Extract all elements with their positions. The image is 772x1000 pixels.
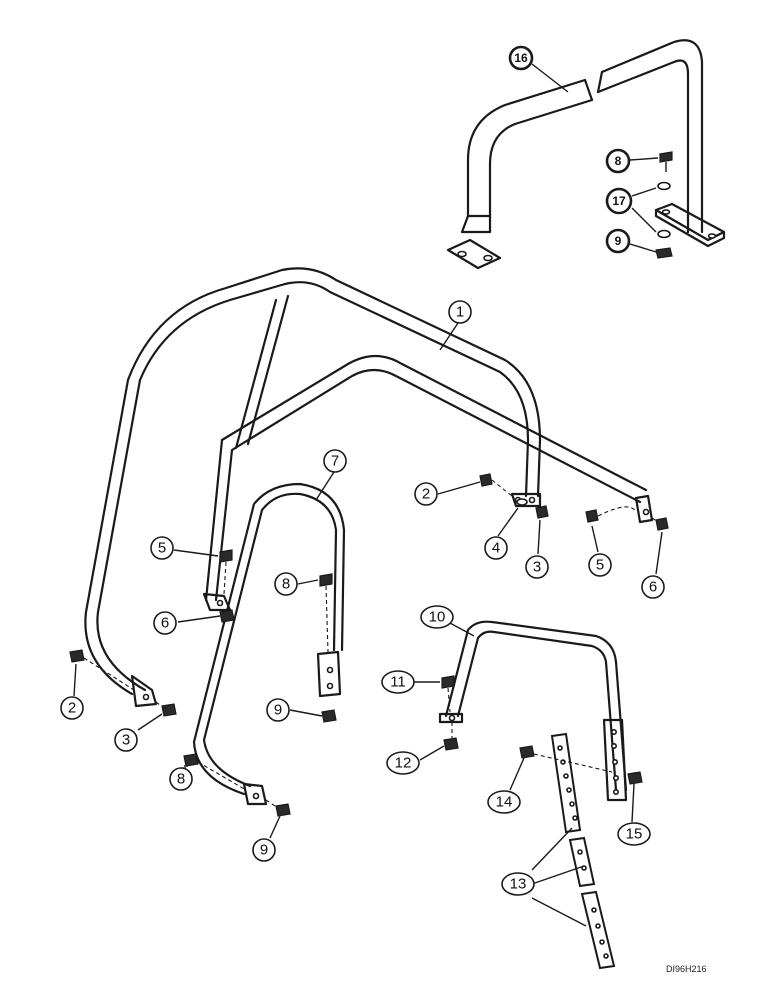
bolt-icon [319, 573, 333, 587]
callout-11: 11 [381, 670, 415, 694]
bolt-icon [219, 549, 233, 563]
nut-icon [655, 517, 669, 531]
callout-8-lower: 8 [169, 767, 193, 791]
leader-lines [73, 63, 663, 927]
nut-icon [275, 803, 291, 817]
strap-segment-middle [568, 836, 596, 888]
rops-outer-tube [96, 281, 530, 692]
callout-12-label: 12 [395, 755, 412, 772]
callout-9-inset: 9 [605, 228, 631, 254]
bolt-icon [441, 675, 455, 689]
callout-7: 7 [323, 449, 347, 473]
bracket-frame-tube [456, 630, 618, 792]
rear-frame-tube [202, 492, 338, 788]
bolt-icon [585, 509, 599, 523]
bolt-icon [659, 151, 673, 172]
extension-tube-left [466, 78, 587, 218]
callout-13: 13 [501, 872, 535, 896]
callout-12: 12 [386, 751, 420, 775]
callout-7-label: 7 [331, 453, 339, 470]
callout-17: 17 [605, 187, 633, 215]
bracket-frame [438, 620, 628, 802]
bolt-icon [479, 473, 493, 487]
rear-frame [192, 482, 346, 806]
rops-brace [234, 298, 278, 450]
rear-frame-foot [242, 782, 268, 806]
inset-rollbar-extension [446, 39, 726, 270]
callout-8-middle: 8 [274, 572, 298, 596]
rops-foot-left [130, 674, 158, 708]
callout-5-left-label: 5 [158, 540, 166, 557]
callout-15-label: 15 [626, 826, 643, 843]
callout-10-label: 10 [429, 609, 446, 626]
extension-tube-right [600, 39, 704, 234]
bracket-frame-holes [602, 718, 628, 802]
callout-3-upper: 3 [525, 555, 549, 579]
callout-6-right-label: 6 [649, 579, 657, 596]
callout-3-lower-label: 3 [122, 732, 130, 749]
nut-icon [655, 247, 673, 259]
perforated-strap [550, 732, 616, 970]
callout-9-middle-label: 9 [274, 702, 282, 719]
callout-6-left-label: 6 [161, 615, 169, 632]
callout-5-left: 5 [150, 536, 174, 560]
callout-16-label: 16 [514, 51, 528, 65]
callout-3-upper-label: 3 [533, 559, 541, 576]
callout-13-label: 13 [510, 876, 527, 893]
callout-2-upper: 2 [414, 482, 438, 506]
callout-16: 16 [508, 45, 534, 71]
rops-bracket-upper [510, 492, 542, 508]
drawing-code: DI96H216 [666, 964, 707, 974]
callout-5-right-label: 5 [596, 557, 604, 574]
strap-segment-upper [550, 732, 582, 834]
callout-14: 14 [487, 790, 521, 814]
callout-10: 10 [420, 605, 454, 629]
callout-5-right: 5 [588, 553, 612, 577]
callout-9-middle: 9 [266, 698, 290, 722]
nut-icon [627, 771, 643, 785]
callout-14-label: 14 [496, 794, 513, 811]
bolt-icon [183, 753, 199, 767]
washer-icon [657, 229, 671, 239]
nut-icon [443, 737, 459, 751]
rear-frame-bracket [316, 650, 342, 698]
nut-icon [161, 703, 177, 717]
callout-8-lower-label: 8 [177, 771, 185, 788]
strap-segment-lower [580, 890, 616, 970]
callout-2-lower: 2 [60, 696, 84, 720]
callout-17-label: 17 [612, 194, 626, 208]
callout-9-lower: 9 [252, 838, 276, 862]
callout-4: 4 [484, 536, 508, 560]
callout-9-inset-label: 9 [615, 234, 622, 248]
nut-icon [219, 609, 235, 623]
washer-icon [657, 181, 671, 191]
rops-inner-tube [214, 368, 642, 602]
rops-bracket-right [634, 494, 654, 524]
callout-3-lower: 3 [114, 728, 138, 752]
callout-2-lower-label: 2 [68, 700, 76, 717]
bracket-frame-foot [438, 712, 464, 724]
callout-2-upper-label: 2 [422, 486, 430, 503]
washer-icon [516, 498, 528, 506]
rops-main-frame [84, 267, 654, 708]
hardware [69, 473, 669, 817]
callout-8-inset-label: 8 [615, 154, 622, 168]
callout-4-label: 4 [492, 540, 500, 557]
callout-11-label: 11 [390, 674, 406, 691]
callout-8-middle-label: 8 [282, 576, 290, 593]
callout-8-inset: 8 [605, 148, 631, 174]
callout-15: 15 [617, 822, 651, 846]
callout-1-label: 1 [456, 304, 464, 321]
callout-9-lower-label: 9 [260, 842, 268, 859]
callout-1: 1 [448, 300, 472, 324]
nut-icon [321, 709, 337, 723]
callout-6-right: 6 [641, 575, 665, 599]
bolt-icon [69, 649, 85, 663]
callout-6-left: 6 [153, 611, 177, 635]
nut-icon [535, 505, 549, 519]
extension-foot-left [460, 214, 492, 234]
bolt-icon [519, 745, 535, 759]
